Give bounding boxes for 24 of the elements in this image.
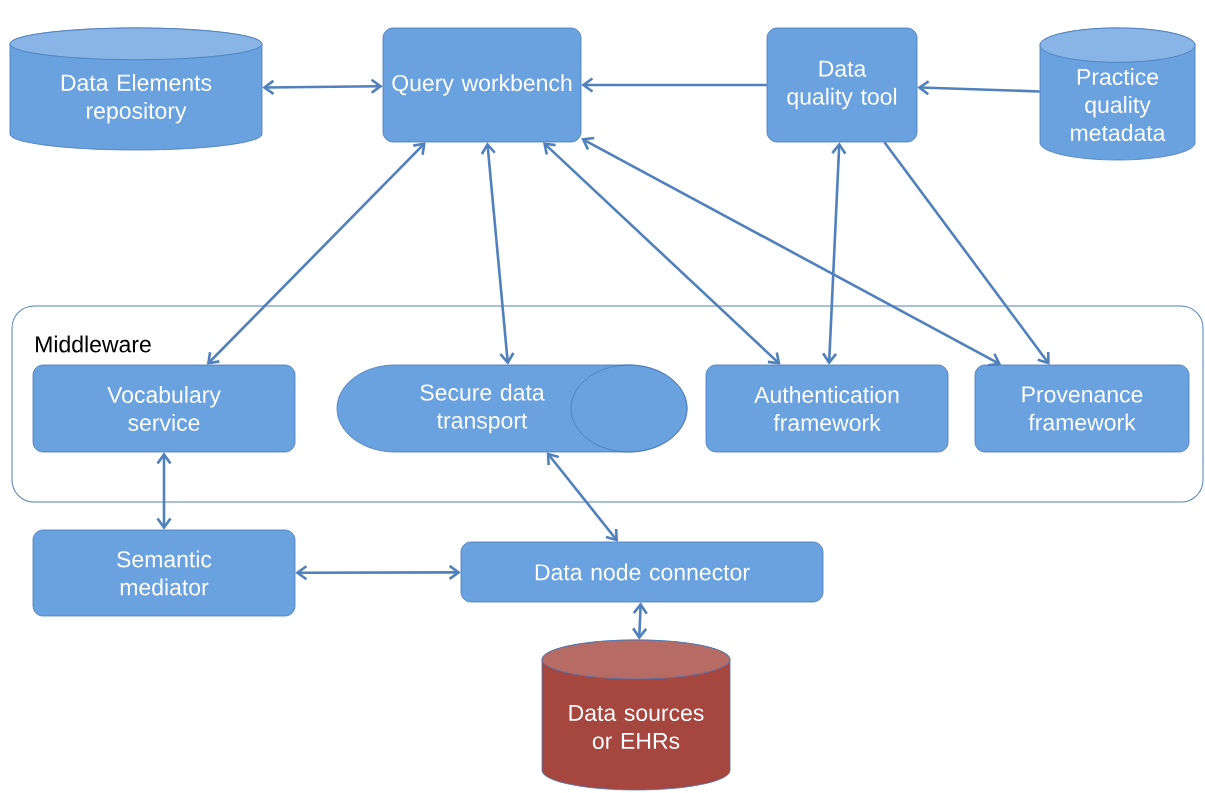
arrow	[262, 78, 383, 95]
arrow	[581, 77, 767, 93]
arrow	[295, 564, 461, 581]
arrow	[821, 142, 847, 365]
database-cylinder: Data Elements repository	[9, 27, 263, 151]
arrow	[581, 136, 1002, 367]
process-box: Data quality tool	[766, 27, 918, 143]
arrow	[546, 452, 619, 542]
process-box: Semantic mediator	[32, 529, 296, 617]
arrow	[156, 452, 172, 530]
arrow	[206, 142, 426, 365]
process-box: Query workbench	[382, 27, 582, 143]
arrow	[480, 142, 515, 365]
process-box: Provenance framework	[974, 364, 1190, 453]
arrow	[543, 142, 781, 365]
arrow	[883, 141, 1050, 365]
arrow	[917, 80, 1040, 96]
transport-cylinder: Secure data transport	[336, 364, 688, 453]
database-cylinder: Data sources or EHRs	[541, 639, 731, 791]
database-cylinder: Practice quality metadata	[1039, 27, 1196, 161]
process-box: Vocabulary service	[32, 364, 296, 453]
arrow	[632, 602, 648, 640]
process-box: Authentication framework	[705, 364, 949, 453]
process-box: Data node connector	[460, 541, 824, 603]
